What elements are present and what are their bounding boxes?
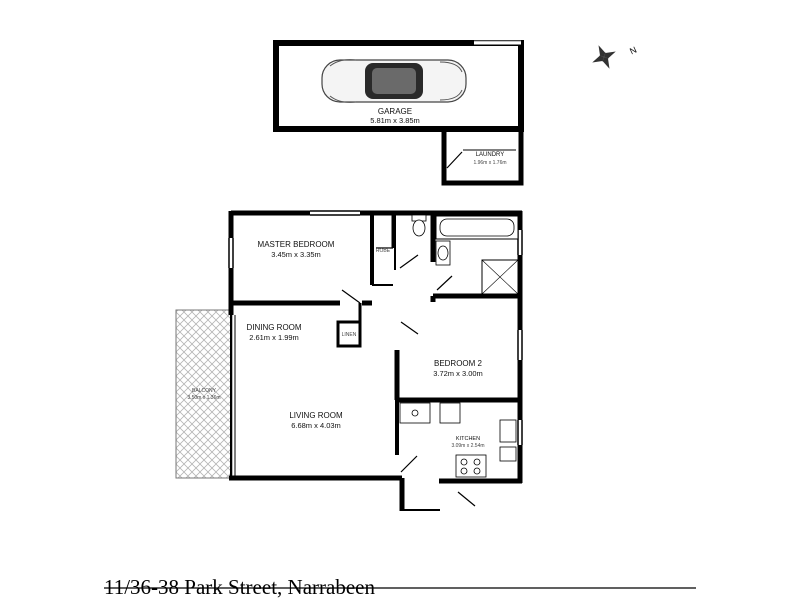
dining-room-label: DINING ROOM bbox=[246, 323, 301, 332]
kitchen-label: KITCHEN bbox=[456, 436, 480, 442]
garage-dimensions: 5.81m x 3.85m bbox=[370, 116, 420, 125]
kitchen-dimensions: 3.09m x 2.54m bbox=[451, 443, 484, 449]
car-icon bbox=[321, 59, 467, 103]
bedroom-2-label: BEDROOM 2 bbox=[434, 359, 483, 368]
bedroom-2-dimensions: 3.72m x 3.00m bbox=[433, 369, 483, 378]
dining-room-dimensions: 2.61m x 1.99m bbox=[249, 333, 299, 342]
laundry-label: LAUNDRY bbox=[476, 152, 505, 158]
balcony bbox=[175, 309, 233, 479]
master-bedroom-dimensions: 3.45m x 3.35m bbox=[271, 250, 321, 259]
linen-label: LINEN bbox=[342, 332, 357, 338]
balcony-label: BALCONY bbox=[192, 388, 217, 394]
laundry bbox=[441, 130, 524, 186]
interior-walls bbox=[231, 213, 522, 455]
garage bbox=[273, 40, 524, 132]
garage-label: GARAGE bbox=[378, 107, 412, 116]
vanity-basin-icon bbox=[435, 240, 451, 266]
toilet-icon bbox=[411, 214, 427, 237]
shower-icon bbox=[481, 259, 519, 295]
master-bedroom-label: MASTER BEDROOM bbox=[258, 240, 335, 249]
property-address-caption: 11/36-38 Park Street, Narrabeen bbox=[104, 575, 375, 599]
laundry-dimensions: 1.96m x 1.76m bbox=[473, 160, 506, 166]
bath-tub bbox=[435, 215, 519, 240]
living-room-dimensions: 6.68m x 4.03m bbox=[291, 421, 341, 430]
apartment-walls bbox=[228, 210, 523, 511]
kitchen-fixtures bbox=[399, 402, 517, 478]
living-room-label: LIVING ROOM bbox=[289, 411, 343, 420]
robe-label: ROBE bbox=[376, 248, 391, 254]
compass-rose-icon bbox=[592, 45, 616, 69]
doors bbox=[341, 247, 476, 507]
balcony-dimensions: 3.50m x 1.36m bbox=[187, 395, 220, 401]
compass-north-label: N bbox=[628, 45, 638, 57]
